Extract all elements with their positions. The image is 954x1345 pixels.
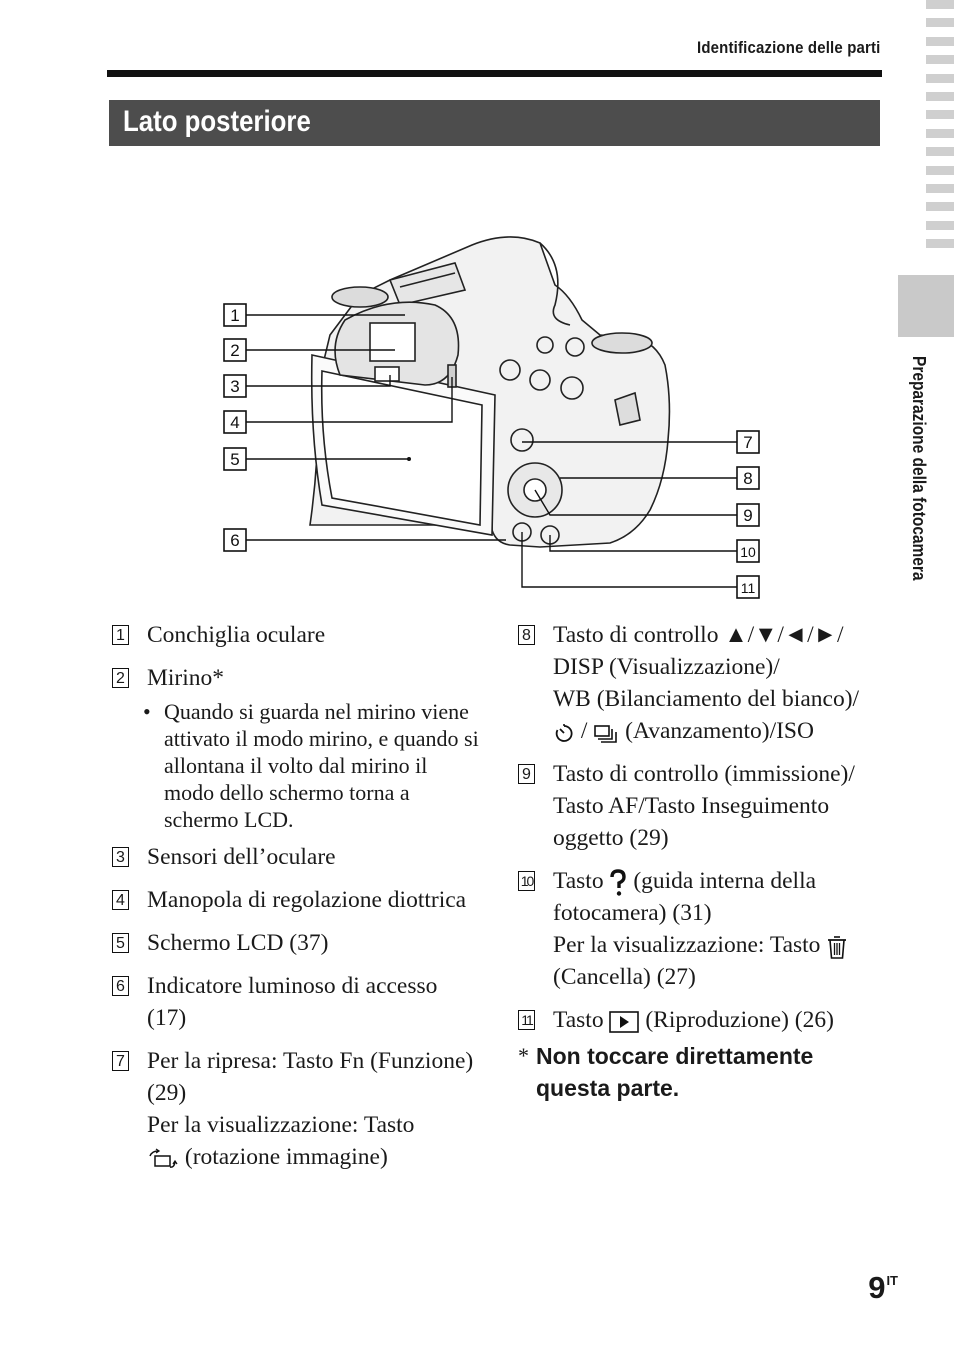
item-number: 1 [112, 625, 129, 645]
btn-top-5 [565, 337, 585, 357]
legend-item-4: 4 Manopola di regolazione diottrica [112, 884, 482, 916]
legend-item-2: 2 Mirino* [112, 662, 482, 694]
legend-item-9: 9 Tasto di controllo (immissione)/ Tasto… [518, 758, 890, 854]
help-guide-icon [610, 868, 627, 896]
svg-text:5: 5 [230, 450, 239, 469]
section-band: Lato posteriore [109, 100, 880, 146]
legend-item-6: 6 Indicatore luminoso di accesso (17) [112, 970, 482, 1034]
eyepiece-sensor [374, 366, 400, 382]
legend-item-11: 11 Tasto (Riproduzione) (26) [518, 1004, 890, 1036]
lcd-screen [320, 370, 483, 526]
legend-item-1: 1 Conchiglia oculare [112, 619, 482, 651]
item-number: 10 [518, 871, 535, 891]
legend-item-3: 3 Sensori dell’oculare [112, 841, 482, 873]
btn-top-2 [529, 369, 551, 391]
running-head: Identificazione delle parti [696, 38, 880, 57]
svg-text:11: 11 [741, 580, 756, 596]
svg-text:8: 8 [743, 469, 752, 488]
callout-1-label: 1 [230, 306, 239, 325]
viewfinder-window [369, 322, 416, 362]
svg-text:4: 4 [230, 413, 239, 432]
grip [539, 242, 571, 326]
item-number: 3 [112, 847, 129, 867]
callout-2: 2 [223, 338, 395, 362]
svg-text:7: 7 [743, 433, 752, 452]
legend-right-column: 8 Tasto di controllo ▲/▼/◄/►/ DISP (Visu… [518, 619, 890, 1104]
btn-top-1 [499, 359, 521, 381]
trash-icon [828, 935, 847, 959]
item-number: 6 [112, 976, 129, 996]
camera-illustration: 1 2 3 4 5 6 7 8 9 10 11 [223, 236, 760, 599]
thumb-index-tab [898, 275, 954, 337]
side-tab-label: Preparazione della fotocamera [909, 356, 929, 581]
legend-item-8: 8 Tasto di controllo ▲/▼/◄/►/ DISP (Visu… [518, 619, 890, 747]
item-number: 2 [112, 668, 129, 688]
legend-bullet: • Quando si guarda nel mirino viene atti… [143, 699, 479, 832]
svg-text:10: 10 [740, 544, 756, 560]
hotshoe [388, 262, 467, 306]
item-number: 7 [112, 1051, 129, 1071]
svg-text:9: 9 [743, 506, 752, 525]
callout-9: 9 [534, 489, 760, 527]
svg-text:3: 3 [230, 377, 239, 396]
item-number: 8 [518, 625, 535, 645]
item-number: 9 [518, 764, 535, 784]
btn-top-3 [560, 376, 584, 400]
legend-item-7: 7 Per la ripresa: Tasto Fn (Funzione) (2… [112, 1045, 482, 1173]
thumb-index-bars [926, 0, 954, 257]
control-dial [591, 332, 653, 354]
caution-note: * Non toccare direttamente questa parte. [518, 1043, 814, 1101]
strap-lug [614, 391, 641, 426]
callout-10: 10 [549, 535, 760, 563]
callout-3: 3 [223, 374, 391, 398]
drive-mode-icon [594, 724, 618, 743]
rotate-image-icon [149, 1148, 178, 1168]
callout-4: 4 [223, 377, 453, 434]
callout-5: 5 [223, 447, 411, 471]
svg-text:2: 2 [230, 341, 239, 360]
item-number: 5 [112, 933, 129, 953]
section-title: Lato posteriore [123, 105, 311, 138]
btn-top-4 [536, 336, 554, 354]
callout-1: 1 [223, 303, 405, 327]
page-number: 9IT [868, 1270, 898, 1305]
mode-dial [331, 286, 389, 308]
item-number: 4 [112, 890, 129, 910]
callout-8: 8 [560, 466, 760, 490]
svg-text:6: 6 [230, 531, 239, 550]
legend-item-10: 10 Tasto (guida interna della fotocamera… [518, 865, 890, 993]
btn-fn [510, 428, 534, 452]
legend-left-column: 1 Conchiglia oculare 2 Mirino* • Quando … [112, 619, 482, 1184]
callout-11: 11 [521, 532, 760, 599]
header-rule [107, 70, 882, 77]
camera-rear-figure: 1 2 3 4 5 6 7 8 9 10 11 [210, 225, 770, 605]
callout-6: 6 [223, 528, 506, 552]
legend-item-5: 5 Schermo LCD (37) [112, 927, 482, 959]
callout-7: 7 [522, 430, 760, 454]
play-icon [609, 1010, 640, 1033]
self-timer-icon [555, 723, 573, 742]
item-number: 11 [518, 1010, 535, 1030]
